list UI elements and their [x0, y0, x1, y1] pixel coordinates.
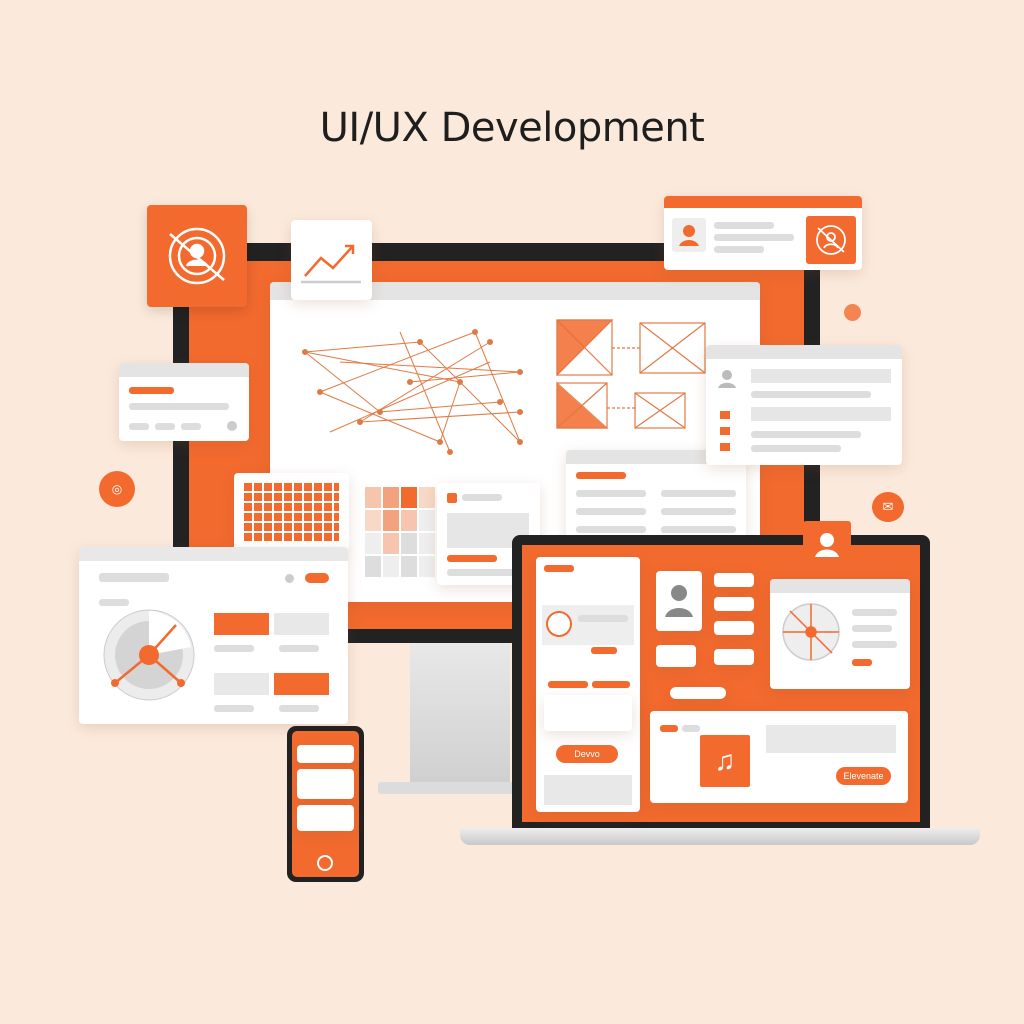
pie-chart: [103, 609, 195, 701]
media-card: ♫ Elevenate: [650, 711, 908, 803]
wireframe-window: [270, 282, 760, 602]
monitor-stand: [410, 643, 510, 783]
heat-grid: [365, 487, 435, 577]
radial-chart-card: [770, 579, 910, 689]
profile-card: [664, 196, 862, 270]
grid-card: [234, 473, 349, 551]
user-avatar-tile: [803, 521, 851, 568]
laptop-base: [460, 828, 980, 845]
elevenate-button[interactable]: Elevenate: [836, 767, 891, 785]
laptop: Devvo ♫ Elevenate: [512, 535, 930, 830]
link-icon: [844, 304, 861, 321]
trend-chart-icon: [301, 244, 361, 284]
chat-icon: ✉: [872, 492, 904, 522]
user-target-tile: [147, 205, 247, 307]
settings-card: [706, 345, 902, 465]
home-button-icon[interactable]: [317, 855, 333, 871]
form-card: [119, 363, 249, 441]
phone: [287, 726, 364, 882]
trend-chart-card: [291, 220, 372, 300]
user-icon: [718, 370, 736, 388]
page-title: UI/UX Development: [319, 105, 705, 151]
monitor-base: [378, 782, 543, 794]
user-target-icon: [168, 227, 226, 285]
devvo-button[interactable]: Devvo: [556, 745, 618, 763]
badge-icon: ◎: [99, 471, 135, 507]
user-icon: [679, 225, 699, 246]
wireframe-boxes: [556, 319, 706, 429]
dashboard-card: [79, 547, 348, 724]
user-icon: [815, 533, 839, 557]
user-icon: [665, 585, 693, 617]
laptop-left-panel: Devvo: [536, 557, 640, 812]
headphones-icon: ♫: [700, 735, 750, 787]
user-target-icon: [816, 225, 846, 255]
network-graph: [302, 329, 523, 455]
